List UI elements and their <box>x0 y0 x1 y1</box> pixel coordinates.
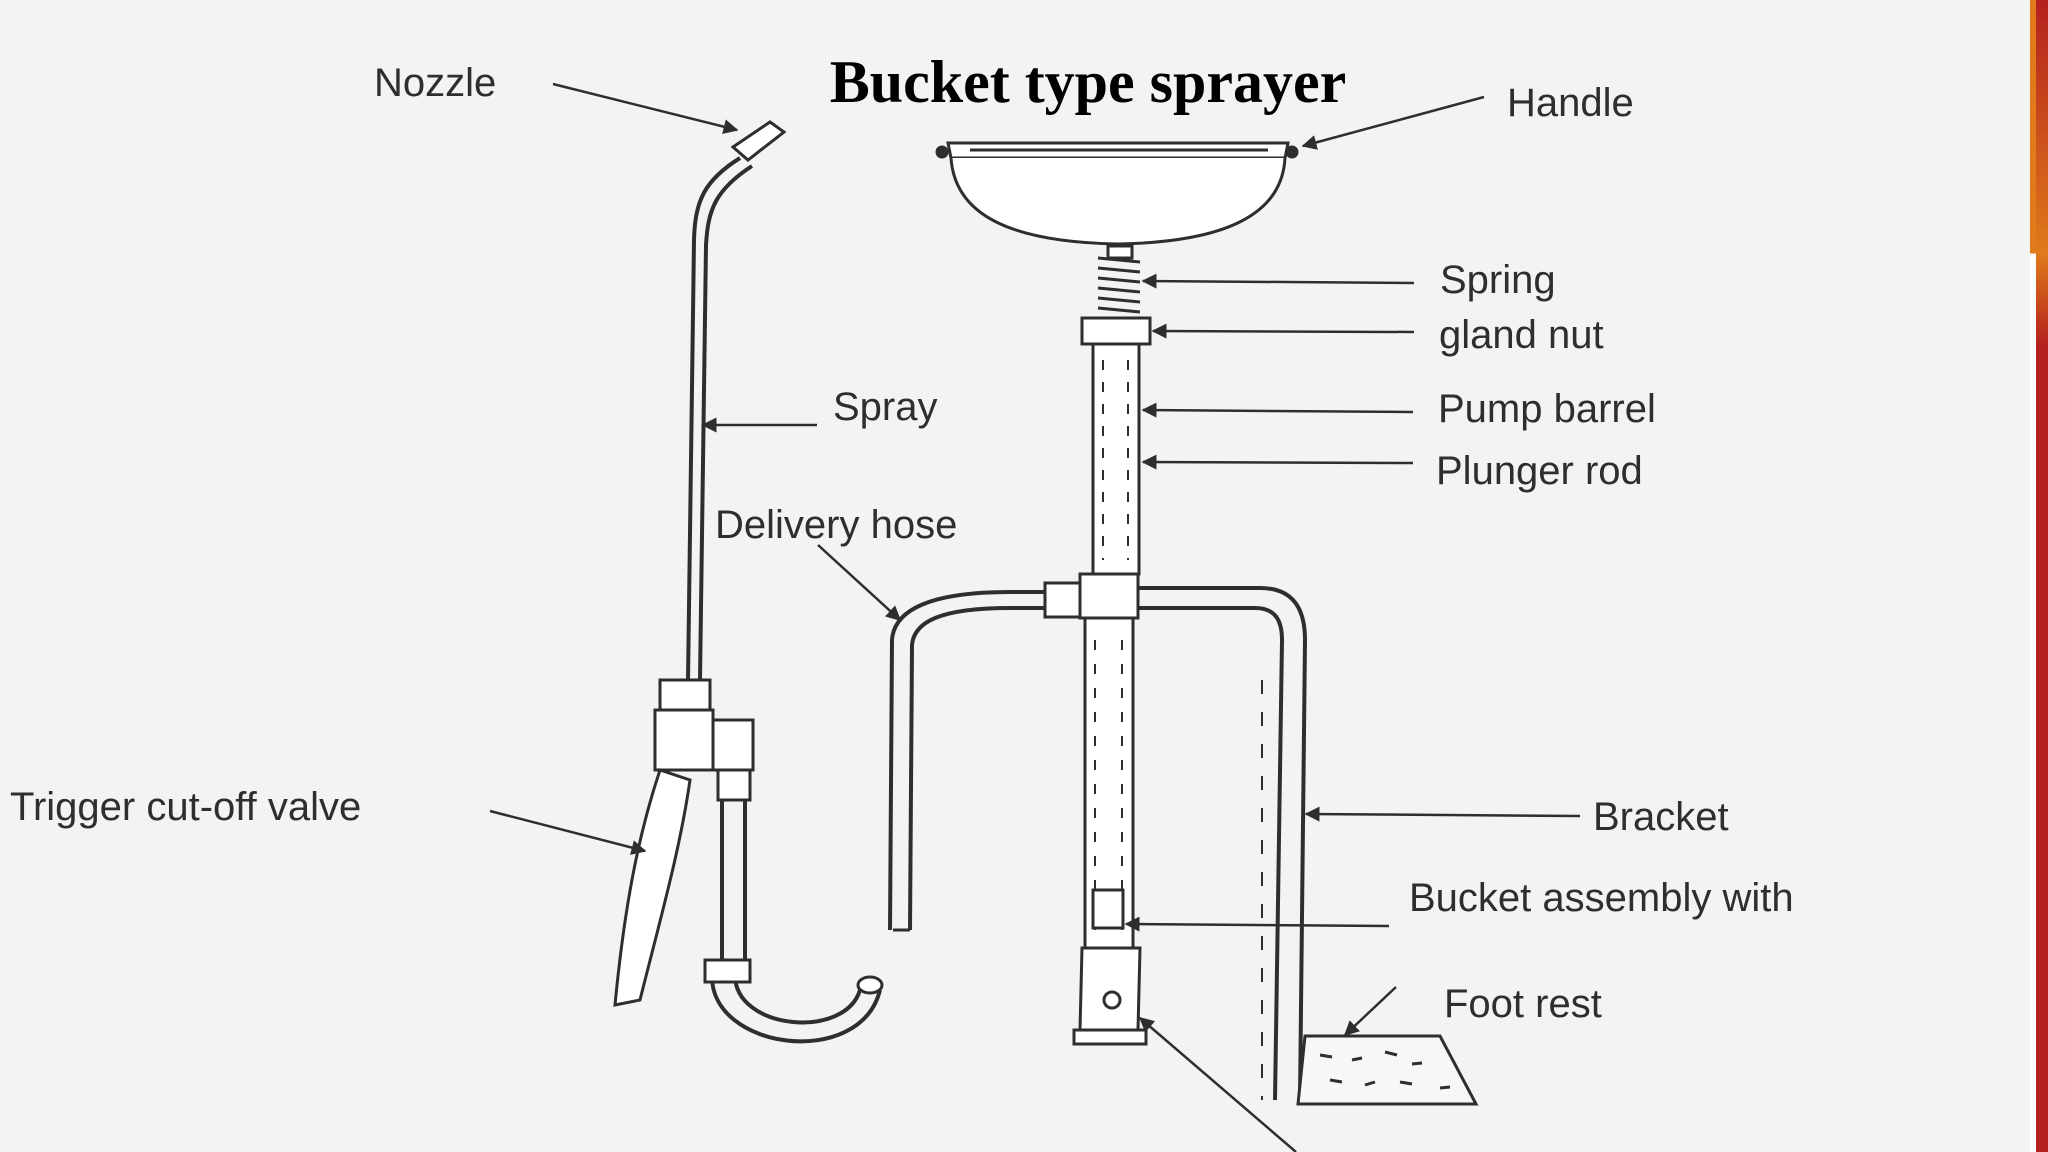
foot-rest <box>1296 1034 1479 1106</box>
nozzle-leader <box>552 82 739 135</box>
bracket <box>1138 586 1308 1101</box>
label-trigger-cutoff-valve: Trigger cut-off valve <box>10 785 361 829</box>
label-nozzle: Nozzle <box>374 61 496 105</box>
label-handle: Handle <box>1507 81 1634 125</box>
pump-barrel <box>1072 244 1152 1046</box>
label-spray: Spray <box>833 385 938 429</box>
delivery-hose-leader <box>817 544 902 622</box>
gland-nut-leader <box>1151 323 1415 339</box>
spring-leader <box>1141 273 1415 289</box>
label-gland-nut: gland nut <box>1439 313 1604 357</box>
label-spring: Spring <box>1440 258 1556 302</box>
bucket <box>935 141 1299 246</box>
bucket-assembly-leader <box>1124 916 1390 932</box>
label-pump-barrel: Pump barrel <box>1438 387 1656 431</box>
trigger-leader <box>489 809 647 855</box>
label-delivery-hose: Delivery hose <box>715 503 957 547</box>
slide-edge-stripe <box>2036 0 2048 1152</box>
page-title: Bucket type sprayer <box>830 49 1347 115</box>
bracket-leader <box>1304 806 1581 822</box>
label-bucket-assembly-with: Bucket assembly with <box>1409 876 1794 920</box>
handle-leader <box>1301 95 1485 150</box>
spray-lance <box>613 120 884 1044</box>
foot-rest-leader <box>1343 986 1397 1037</box>
label-plunger-rod: Plunger rod <box>1436 449 1643 493</box>
delivery-hose <box>888 581 1082 932</box>
foot-valve-leader <box>1138 1017 1297 1152</box>
pump-barrel-leader <box>1141 402 1414 418</box>
leader-lines <box>489 82 1581 1152</box>
label-foot-rest: Foot rest <box>1444 982 1602 1026</box>
plunger-rod-leader <box>1141 454 1414 470</box>
label-bracket: Bracket <box>1593 795 1729 839</box>
